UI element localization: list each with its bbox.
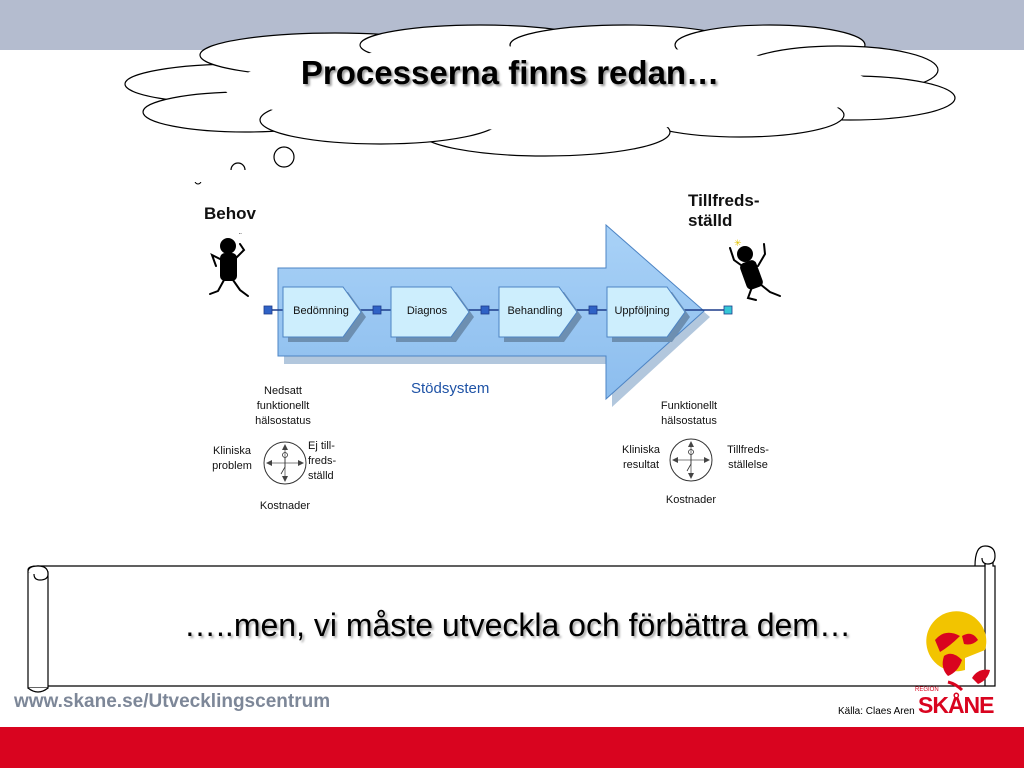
right-compass-left: Kliniska resultat: [612, 443, 670, 473]
left-compass-right-line2: freds-: [308, 455, 337, 467]
step-behandling: [498, 286, 582, 342]
right-compass-top-line2: hälsostatus: [661, 415, 717, 427]
region-skane-logo: [926, 611, 990, 692]
left-compass-top-line3: hälsostatus: [255, 415, 311, 427]
thought-cloud: [124, 24, 956, 157]
bottom-band: [0, 727, 1024, 768]
left-compass-bottom: Kostnader: [259, 500, 311, 512]
scroll-banner: [27, 545, 996, 693]
banner-text: …..men, vi måste utveckla och förbättra …: [184, 607, 851, 643]
step-label-bedomning: Bedömning: [293, 305, 349, 317]
step-diagnos: [390, 286, 474, 342]
connector-square: [480, 305, 490, 315]
compass-right-icon: [669, 438, 713, 482]
slide-title: Processerna finns redan…: [300, 54, 720, 91]
step-label-diagnos: Diagnos: [406, 305, 448, 317]
right-compass-top: Funktionellt hälsostatus: [646, 399, 732, 429]
left-compass-top-line1: Nedsatt: [264, 385, 302, 397]
connector-square: [372, 305, 382, 315]
right-compass-right: Tillfreds- ställelse: [718, 443, 778, 473]
left-compass-right-line3: ställd: [308, 470, 334, 482]
happy-figure-icon: [729, 243, 781, 301]
logo-small-text: REGION: [915, 687, 939, 693]
support-system-label: Stödsystem: [411, 380, 490, 397]
start-label: Behov: [204, 204, 256, 223]
left-compass-top-line2: funktionellt: [256, 400, 310, 412]
thought-bubble-large: [273, 146, 295, 168]
end-label-line2: ställd: [688, 211, 733, 230]
logo-text: SKÅNE: [918, 692, 995, 718]
end-label: Tillfreds- ställd: [688, 191, 759, 231]
right-compass-left-line1: Kliniska: [622, 444, 660, 456]
connector-square: [588, 305, 598, 315]
compass-left-icon: [263, 441, 307, 485]
step-label-behandling: Behandling: [507, 305, 563, 317]
sparkle-icon: ✳: [734, 238, 742, 248]
step-bedomning: [282, 286, 366, 342]
right-compass-left-line2: resultat: [622, 459, 660, 471]
website-link[interactable]: www.skane.se/Utvecklingscentrum: [14, 691, 331, 712]
left-compass-left-line2: problem: [212, 460, 252, 472]
step-uppfoljning: [606, 286, 690, 342]
left-compass-top: Nedsatt funktionellt hälsostatus: [240, 384, 326, 429]
right-compass-top-line1: Funktionellt: [660, 400, 718, 412]
left-compass-right: Ej till- freds- ställd: [308, 439, 352, 484]
connector-square: [263, 305, 273, 315]
sad-figure-icon: [209, 238, 249, 297]
source-note: Källa: Claes Aren: [838, 706, 915, 717]
end-label-line1: Tillfreds-: [688, 191, 760, 210]
left-compass-left: Kliniska problem: [204, 444, 260, 474]
right-compass-right-line2: ställelse: [728, 459, 768, 471]
connector-square-end: [723, 305, 733, 315]
step-label-uppfoljning: Uppföljning: [614, 305, 670, 317]
right-compass-bottom: Kostnader: [665, 494, 717, 506]
left-compass-right-line1: Ej till-: [308, 440, 335, 452]
right-compass-right-line1: Tillfreds-: [727, 444, 769, 456]
process-arrow: [277, 223, 710, 407]
sad-figure-mark: ¨: [239, 232, 242, 241]
left-compass-left-line1: Kliniska: [213, 445, 251, 457]
